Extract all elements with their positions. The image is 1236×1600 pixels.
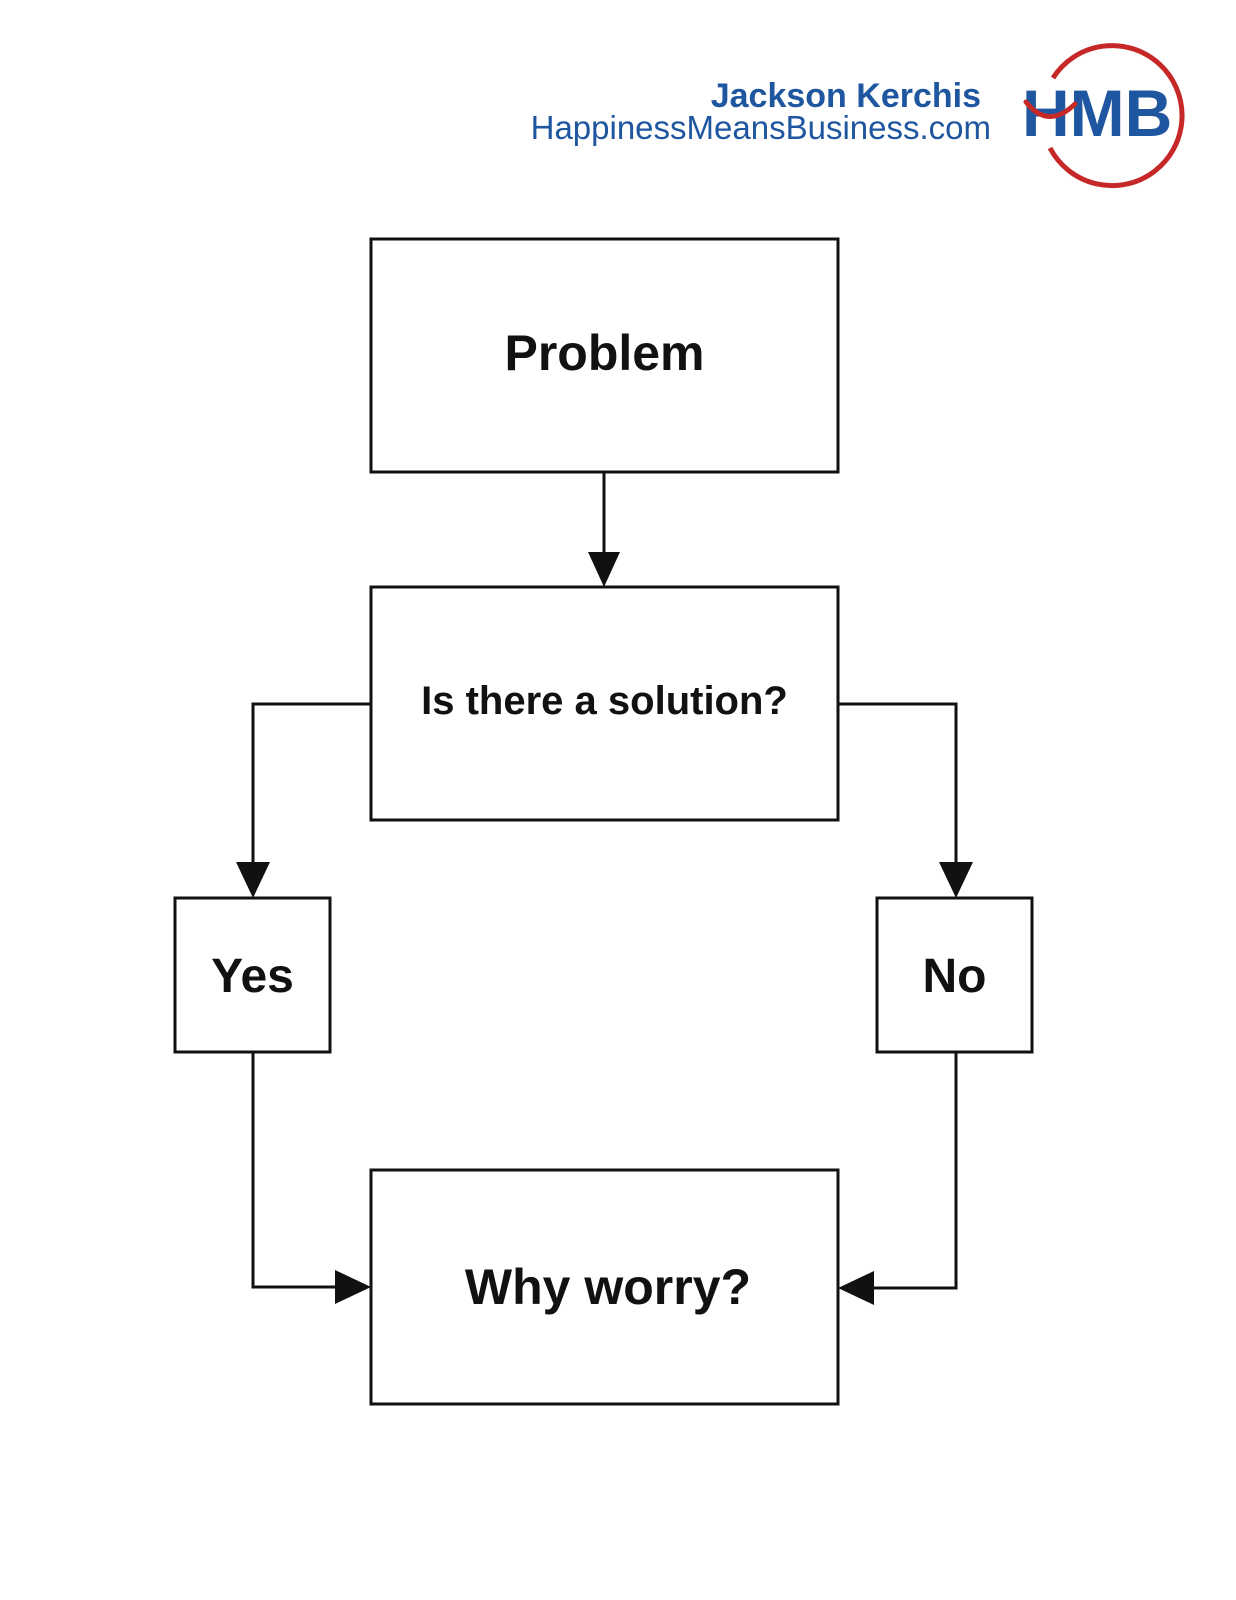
hmb-logo: HMB (1022, 43, 1185, 189)
edge-line (838, 702, 958, 870)
arrowhead (236, 862, 270, 898)
no-label: No (923, 950, 987, 1003)
yes-box (173, 896, 332, 1054)
no-box (875, 896, 1034, 1054)
edge-question-to-no (838, 702, 973, 898)
header: Jackson Kerchis HappinessMeansBusiness.c… (0, 0, 1236, 200)
website-link[interactable]: HappinessMeansBusiness.com (530, 109, 991, 146)
logo-text: HMB (1022, 76, 1172, 150)
edge-yes-to-result (251, 1052, 371, 1304)
node-no: No (875, 896, 1034, 1054)
problem-box (369, 237, 840, 474)
arrowhead (335, 1270, 371, 1304)
edge-problem-to-question (588, 472, 620, 587)
edge-no-to-result (838, 1052, 958, 1305)
yes-label: Yes (211, 950, 294, 1003)
problem-label: Problem (504, 325, 704, 381)
arrowhead (939, 862, 973, 898)
result-label: Why worry? (465, 1259, 751, 1315)
arrowhead (838, 1271, 874, 1305)
node-yes: Yes (173, 896, 332, 1054)
question-box (369, 585, 840, 822)
author-name: Jackson Kerchis (710, 77, 981, 115)
arrowhead (588, 552, 620, 587)
edge-line (251, 702, 371, 870)
node-result: Why worry? (369, 1168, 840, 1406)
logo-smile (1023, 99, 1078, 119)
question-label: Is there a solution? (421, 679, 788, 723)
result-box (369, 1168, 840, 1406)
node-question: Is there a solution? (369, 585, 840, 822)
node-problem: Problem (369, 237, 840, 474)
logo-ring (1047, 43, 1185, 189)
edge-line (866, 1052, 958, 1290)
edge-question-to-yes (236, 702, 371, 898)
edge-line (251, 1052, 345, 1289)
